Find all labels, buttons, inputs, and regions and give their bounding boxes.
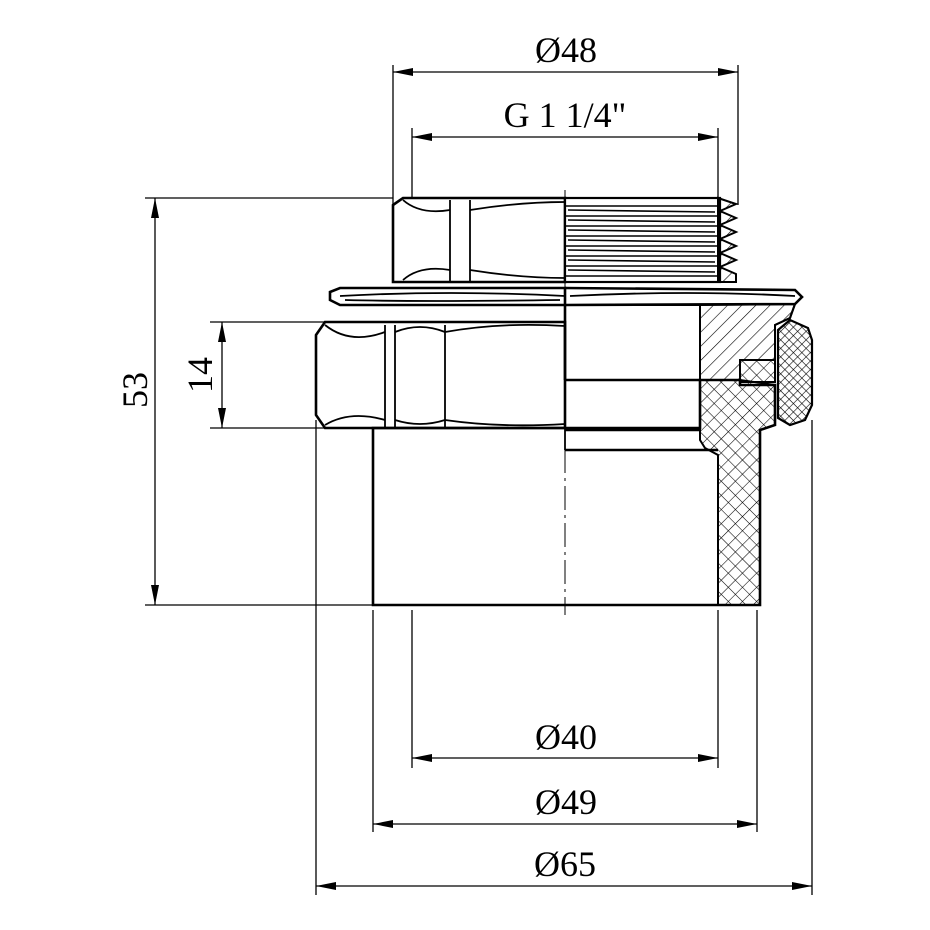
dim-nut-height-label: 14	[180, 357, 220, 393]
dim-socket-outer: Ø49	[372, 610, 758, 832]
dim-socket-outer-label: Ø49	[535, 782, 597, 822]
dim-nut-diameter: Ø65	[315, 420, 813, 895]
dim-overall-height-label: 53	[115, 372, 155, 408]
dim-bore-label: Ø40	[535, 717, 597, 757]
nut-section	[563, 302, 797, 383]
external-thread	[563, 196, 739, 284]
dim-thread-spec: G 1 1/4"	[411, 95, 719, 198]
dim-bore: Ø40	[411, 610, 719, 768]
upper-hex-section	[391, 196, 567, 284]
dim-nut-height: 14	[180, 321, 325, 429]
dim-overall-height: 53	[115, 197, 393, 606]
collar-flange	[328, 286, 804, 307]
dim-outer-thread: Ø48	[392, 30, 739, 205]
seal-ring	[776, 318, 814, 427]
union-nut	[314, 320, 567, 430]
dimensions: Ø48 G 1 1/4" 53 14 Ø40	[115, 30, 813, 895]
fitting-body	[314, 190, 814, 615]
dim-nut-diameter-label: Ø65	[534, 844, 596, 884]
dim-outer-thread-label: Ø48	[535, 30, 597, 70]
dim-thread-spec-label: G 1 1/4"	[504, 95, 627, 135]
socket-body	[371, 378, 777, 607]
